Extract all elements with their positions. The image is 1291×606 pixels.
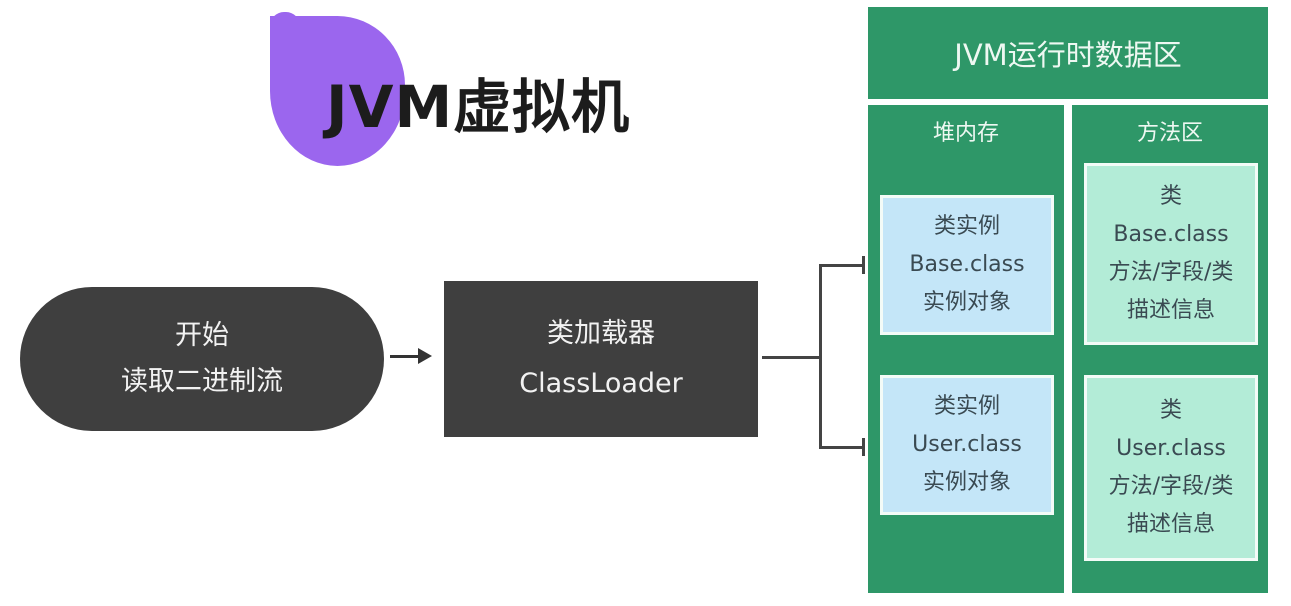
start-node-sublabel: 读取二进制流 bbox=[121, 366, 283, 397]
card-line: 类实例 bbox=[933, 214, 1000, 239]
card-line: User.class bbox=[912, 432, 1022, 457]
card-line: Base.class bbox=[1113, 222, 1229, 247]
arrow-start-to-loader-line bbox=[390, 355, 420, 358]
start-node-label: 开始 bbox=[175, 320, 229, 351]
card-line: 方法/字段/类 bbox=[1108, 474, 1234, 499]
method-card-base: 类 Base.class 方法/字段/类 描述信息 bbox=[1084, 163, 1258, 345]
heap-card-base: 类实例 Base.class 实例对象 bbox=[880, 195, 1054, 335]
method-card-user: 类 User.class 方法/字段/类 描述信息 bbox=[1084, 375, 1258, 561]
card-line: 描述信息 bbox=[1126, 512, 1215, 537]
card-line: User.class bbox=[1116, 436, 1226, 461]
connector-horizontal bbox=[762, 356, 820, 359]
classloader-label: 类加载器 bbox=[547, 318, 655, 349]
card-line: 方法/字段/类 bbox=[1108, 260, 1234, 285]
card-line: 类 bbox=[1159, 398, 1182, 423]
connector-branch-bottom bbox=[819, 446, 865, 449]
card-line: 实例对象 bbox=[922, 470, 1011, 495]
connector-branch-bottom-tick bbox=[862, 438, 865, 456]
classloader-sublabel: ClassLoader bbox=[519, 368, 683, 399]
card-line: 类 bbox=[1159, 184, 1182, 209]
heap-card-user: 类实例 User.class 实例对象 bbox=[880, 375, 1054, 515]
connector-branch-top bbox=[819, 264, 865, 267]
connector-vertical bbox=[819, 264, 822, 448]
method-area-title: 方法区 bbox=[1136, 121, 1203, 146]
method-area-section: 方法区 类 Base.class 方法/字段/类 描述信息 类 User.cla… bbox=[1072, 105, 1268, 593]
heap-memory-section: 堆内存 类实例 Base.class 实例对象 类实例 User.class 实… bbox=[868, 105, 1064, 593]
heap-memory-title: 堆内存 bbox=[932, 121, 999, 146]
card-line: 实例对象 bbox=[922, 290, 1011, 315]
connector-branch-top-tick bbox=[862, 256, 865, 274]
card-line: 类实例 bbox=[933, 394, 1000, 419]
page-title: JVM虚拟机 bbox=[326, 73, 631, 141]
title-blob-decoration bbox=[270, 16, 405, 166]
card-line: 描述信息 bbox=[1126, 298, 1215, 323]
start-node: 开始 读取二进制流 bbox=[20, 287, 384, 431]
arrow-right-icon bbox=[418, 348, 432, 364]
runtime-data-area-header: JVM运行时数据区 bbox=[868, 7, 1268, 99]
classloader-node: 类加载器 ClassLoader bbox=[444, 281, 758, 437]
card-line: Base.class bbox=[909, 252, 1025, 277]
